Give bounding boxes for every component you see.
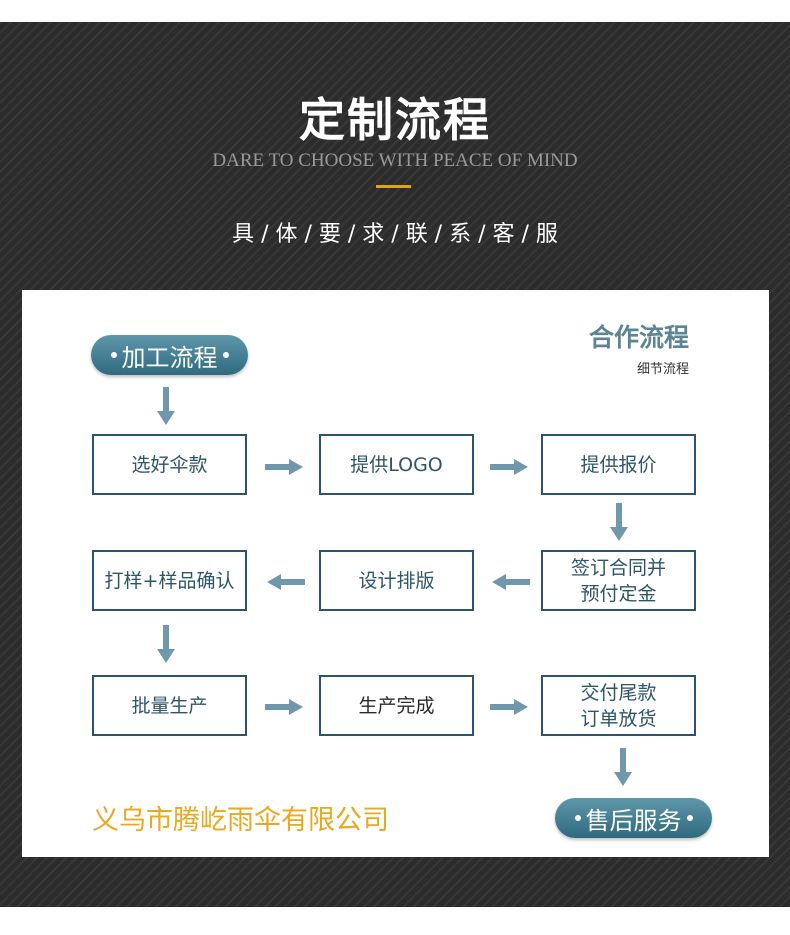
step-production-complete: 生产完成 — [319, 675, 474, 736]
arrow-down-icon — [610, 503, 628, 541]
start-label: 加工流程 — [121, 343, 218, 372]
step-sample-confirm: 打样+样品确认 — [92, 550, 247, 611]
coop-subtitle: 细节流程 — [636, 362, 689, 377]
dark-background: 定制流程 DARE TO CHOOSE WITH PEACE OF MIND 具… — [0, 22, 790, 907]
dot-icon — [574, 815, 581, 821]
step-provide-logo: 提供LOGO — [319, 434, 474, 495]
step-sign-contract: 签订合同并 预付定金 — [541, 550, 696, 611]
page-subtitle: DARE TO CHOOSE WITH PEACE OF MIND — [212, 150, 578, 171]
arrow-right-icon — [265, 699, 303, 715]
arrow-left-icon — [492, 574, 530, 590]
dot-icon — [110, 352, 117, 358]
arrow-right-icon — [490, 699, 528, 715]
arrow-down-icon — [157, 625, 175, 663]
tagline: 具 / 体 / 要 / 求 / 联 / 系 / 客 / 服 — [232, 222, 558, 247]
arrow-left-icon — [267, 574, 305, 590]
arrow-right-icon — [490, 459, 528, 475]
step-provide-quote: 提供报价 — [541, 434, 696, 495]
dot-icon — [222, 352, 229, 358]
step-final-payment: 交付尾款 订单放货 — [541, 675, 696, 736]
coop-title: 合作流程 — [588, 323, 689, 352]
page-title: 定制流程 — [299, 93, 491, 147]
start-pill: 加工流程 — [91, 335, 248, 375]
end-pill: 售后服务 — [555, 798, 712, 838]
step-select-umbrella: 选好伞款 — [92, 434, 247, 495]
arrow-down-icon — [157, 387, 175, 425]
arrow-down-icon — [614, 748, 632, 786]
dot-icon — [686, 815, 693, 821]
step-design-layout: 设计排版 — [319, 550, 474, 611]
step-mass-production: 批量生产 — [92, 675, 247, 736]
divider-line — [376, 185, 411, 188]
process-panel: 加工流程 合作流程 细节流程 选好伞款 提供LOGO 提供报价 签订合同并 预付… — [22, 290, 769, 857]
arrow-right-icon — [265, 459, 303, 475]
end-label: 售后服务 — [585, 806, 682, 835]
company-name: 义乌市腾屹雨伞有限公司 — [92, 805, 389, 836]
